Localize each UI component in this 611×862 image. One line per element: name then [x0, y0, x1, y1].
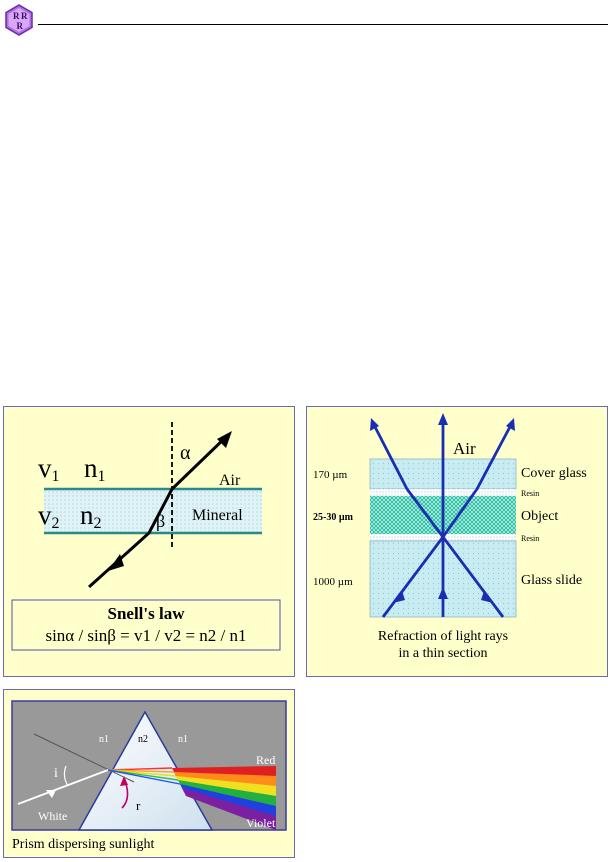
prism-diagram: n1 n2 n1 i r White Red Violet Prism disp… [11, 700, 287, 852]
air-label: Air [219, 472, 241, 489]
snell-law-title: Snell's law [108, 604, 186, 623]
red-label: Red [256, 753, 275, 767]
v1-label: v1 [38, 453, 60, 485]
thickness-object: 25-30 µm [313, 512, 354, 523]
n1-right-label: n1 [178, 734, 188, 745]
caption-line-2: in a thin section [398, 646, 487, 661]
dispersion-rays [107, 767, 181, 785]
angle-r-label: r [136, 798, 141, 813]
ray-arrow-icon [217, 431, 232, 448]
arrow-up-icon [438, 587, 448, 599]
thickness-slide: 1000 µm [313, 576, 353, 588]
arrow-up-icon [393, 591, 405, 603]
header-rule [38, 24, 608, 25]
n2-label: n2 [138, 734, 148, 745]
object-label: Object [521, 509, 558, 524]
spectrum-violet [182, 788, 276, 830]
publisher-logo-icon: R R R [5, 4, 33, 36]
angle-i-label: i [54, 766, 58, 781]
logo-letter: R [13, 11, 20, 21]
cover-glass-label: Cover glass [521, 466, 587, 481]
ray-arrow-icon [108, 554, 124, 571]
air-label: Air [453, 439, 476, 458]
ray-arrows [370, 413, 515, 603]
n1-label: n1 [84, 453, 106, 485]
arrow-up-icon [506, 418, 515, 431]
thin-section-panel: Air 170 µm 25-30 µm 1000 µm Cover glass … [306, 406, 608, 677]
snell-law-formula: sinα / sinβ = v1 / v2 = n2 / n1 [45, 626, 246, 645]
glass-slide-label: Glass slide [521, 573, 582, 588]
caption-line-1: Refraction of light rays [378, 629, 508, 644]
arrow-up-icon [481, 591, 493, 603]
thickness-cover: 170 µm [313, 469, 348, 481]
resin-label-top: Resin [521, 489, 539, 498]
light-rays [371, 419, 514, 618]
prism-panel: n1 n2 n1 i r White Red Violet Prism disp… [3, 689, 295, 858]
snell-law-diagram: v1 n1 v2 n2 α β Air Mineral Snell's law … [11, 422, 281, 651]
snell-law-panel: v1 n1 v2 n2 α β Air Mineral Snell's law … [3, 406, 295, 677]
normal-line [33, 733, 135, 783]
arrow-up-icon [370, 418, 379, 431]
logo-letter: R [17, 21, 24, 31]
n1-left-label: n1 [99, 734, 109, 745]
logo-letter: R [21, 11, 28, 21]
n2-label: n2 [80, 500, 102, 532]
v2-label: v2 [38, 500, 60, 532]
arrow-icon [120, 776, 128, 786]
arrow-icon [46, 790, 56, 798]
resin-label-bottom: Resin [521, 534, 539, 543]
beta-label: β [156, 511, 165, 531]
violet-label: Violet [246, 816, 276, 830]
alpha-label: α [180, 442, 191, 464]
snell-law-box [11, 599, 281, 651]
mineral-layer [44, 489, 262, 533]
mineral-label: Mineral [192, 507, 243, 524]
angle-i-arc [63, 765, 69, 787]
arrow-up-icon [438, 413, 448, 425]
prism-caption: Prism dispersing sunlight [12, 837, 154, 852]
thin-section-diagram: Air 170 µm 25-30 µm 1000 µm Cover glass … [313, 413, 587, 661]
white-label: White [38, 809, 67, 823]
white-ray [17, 769, 109, 805]
